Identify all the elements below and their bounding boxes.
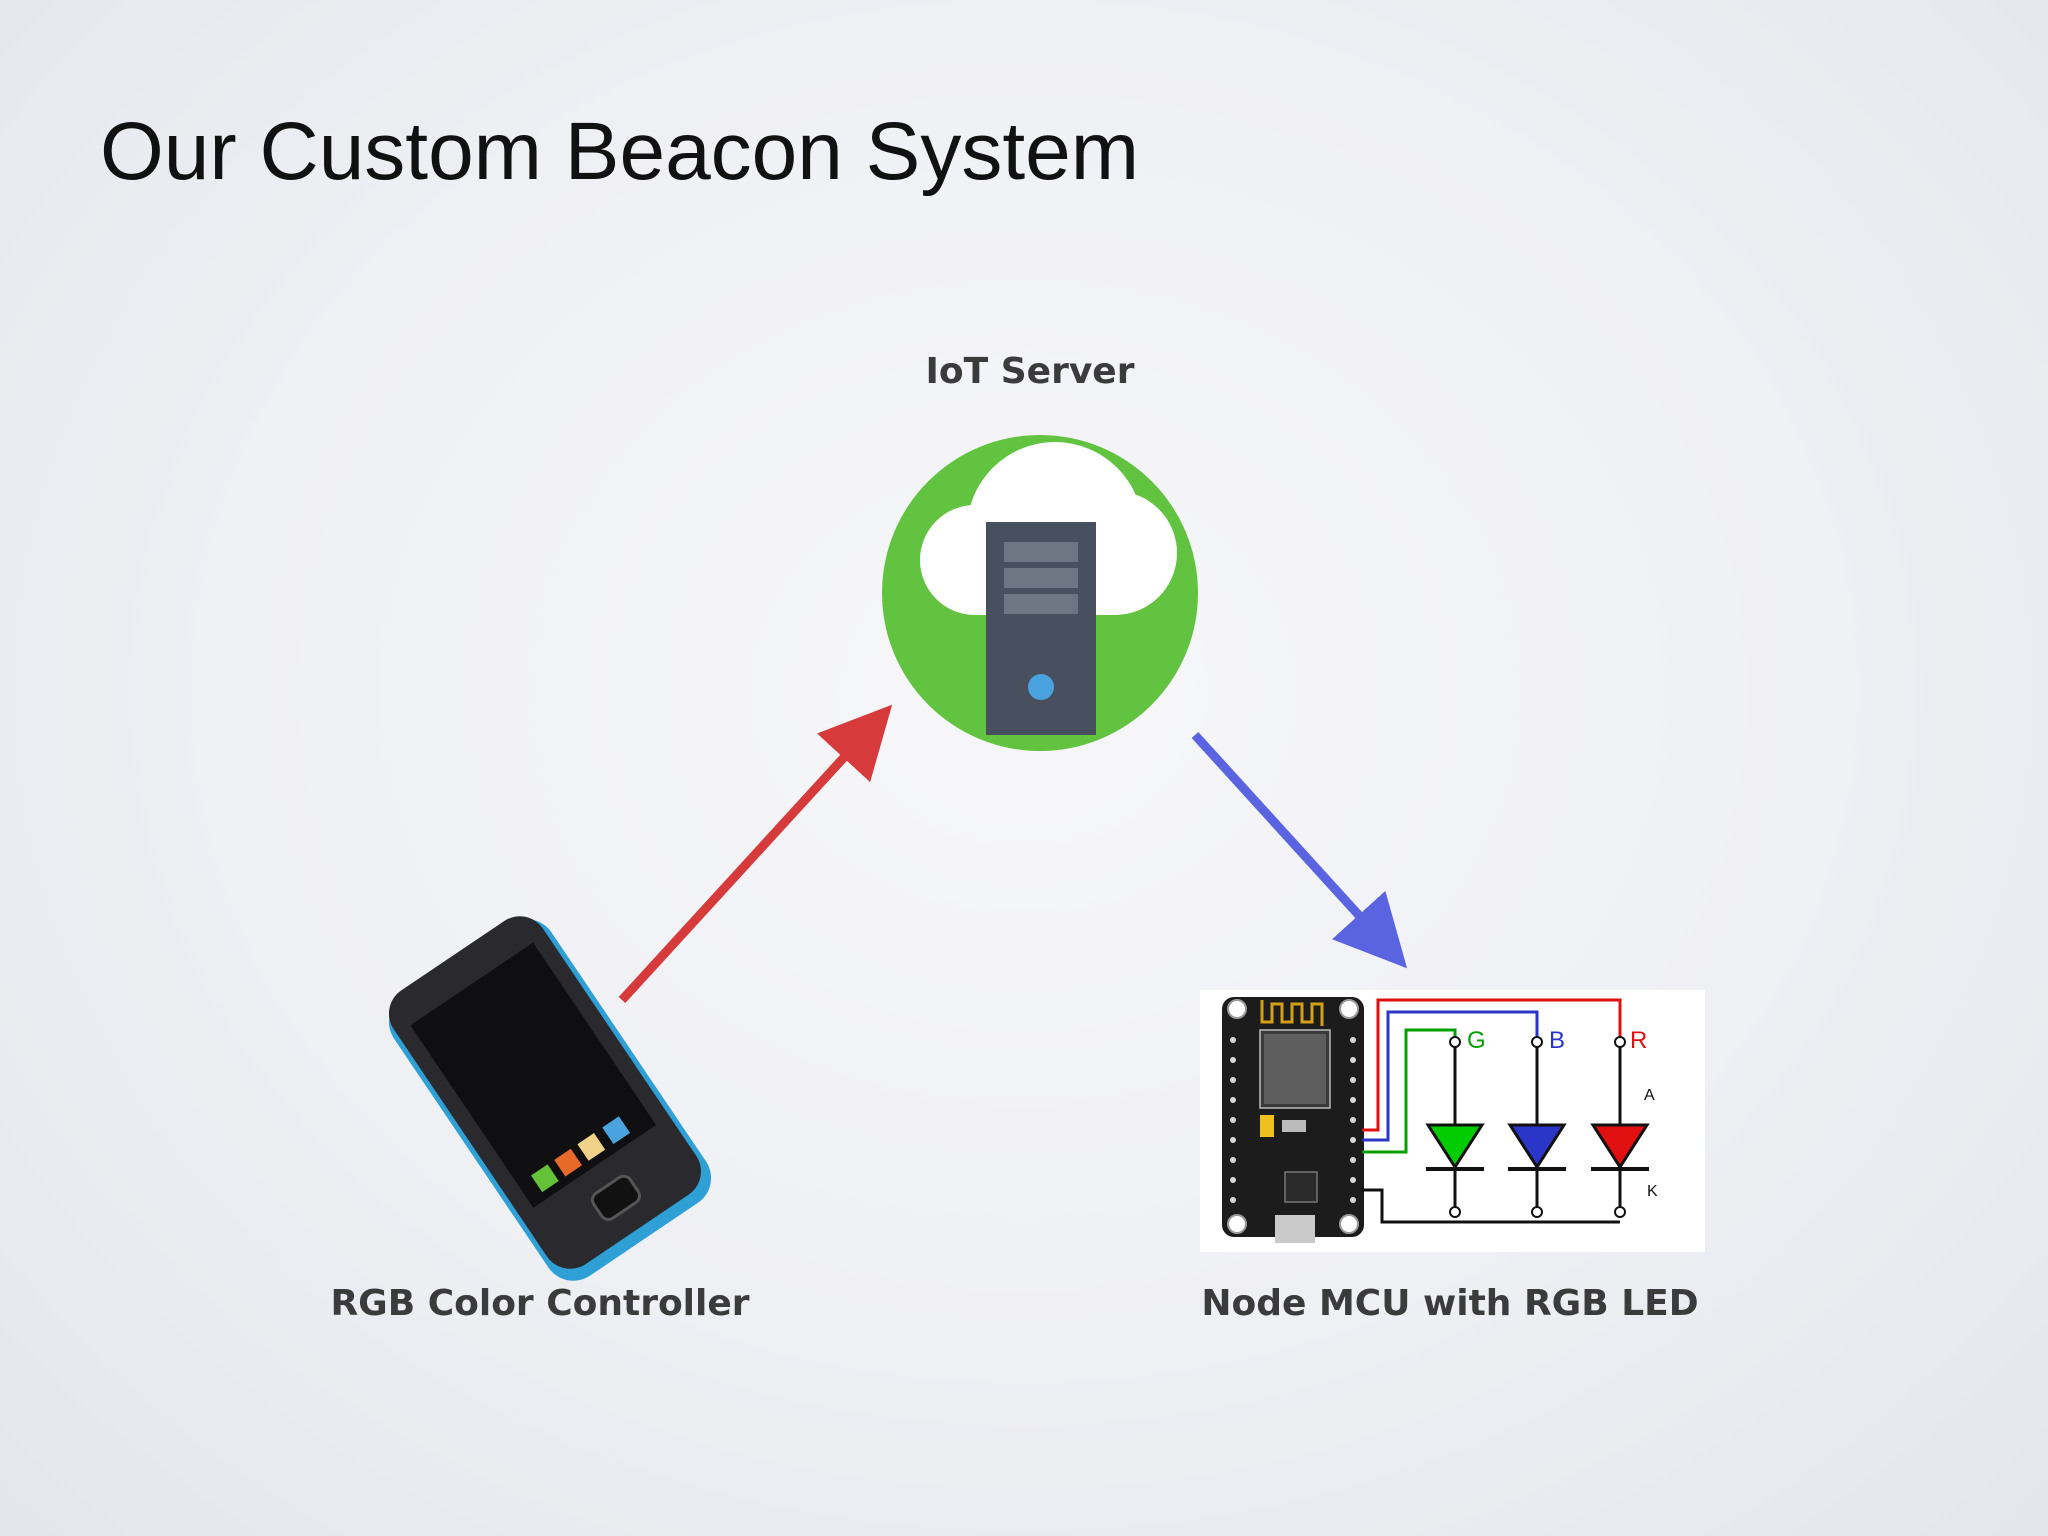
smartphone-icon	[388, 916, 712, 1281]
arrow-server-to-mcu	[1191, 731, 1408, 969]
arrow-phone-to-server	[618, 704, 893, 1004]
pin-r-label: R	[1630, 1027, 1647, 1054]
cloud-server-icon	[882, 435, 1198, 751]
nodemcu-rgb-circuit-icon: G B R A K	[1200, 990, 1705, 1252]
blue-led-icon	[1507, 1123, 1567, 1170]
red-led-icon	[1590, 1123, 1650, 1170]
slide-title: Our Custom Beacon System	[100, 106, 1140, 197]
node-mcu-label: Node MCU with RGB LED	[1201, 1283, 1699, 1324]
pin-b-label: B	[1549, 1027, 1565, 1054]
pin-g-label: G	[1467, 1027, 1486, 1054]
anode-label: A	[1644, 1087, 1655, 1104]
rgb-controller-label: RGB Color Controller	[330, 1283, 750, 1324]
iot-server-label: IoT Server	[925, 351, 1135, 392]
cathode-label: K	[1647, 1183, 1658, 1200]
green-led-icon	[1425, 1123, 1485, 1170]
